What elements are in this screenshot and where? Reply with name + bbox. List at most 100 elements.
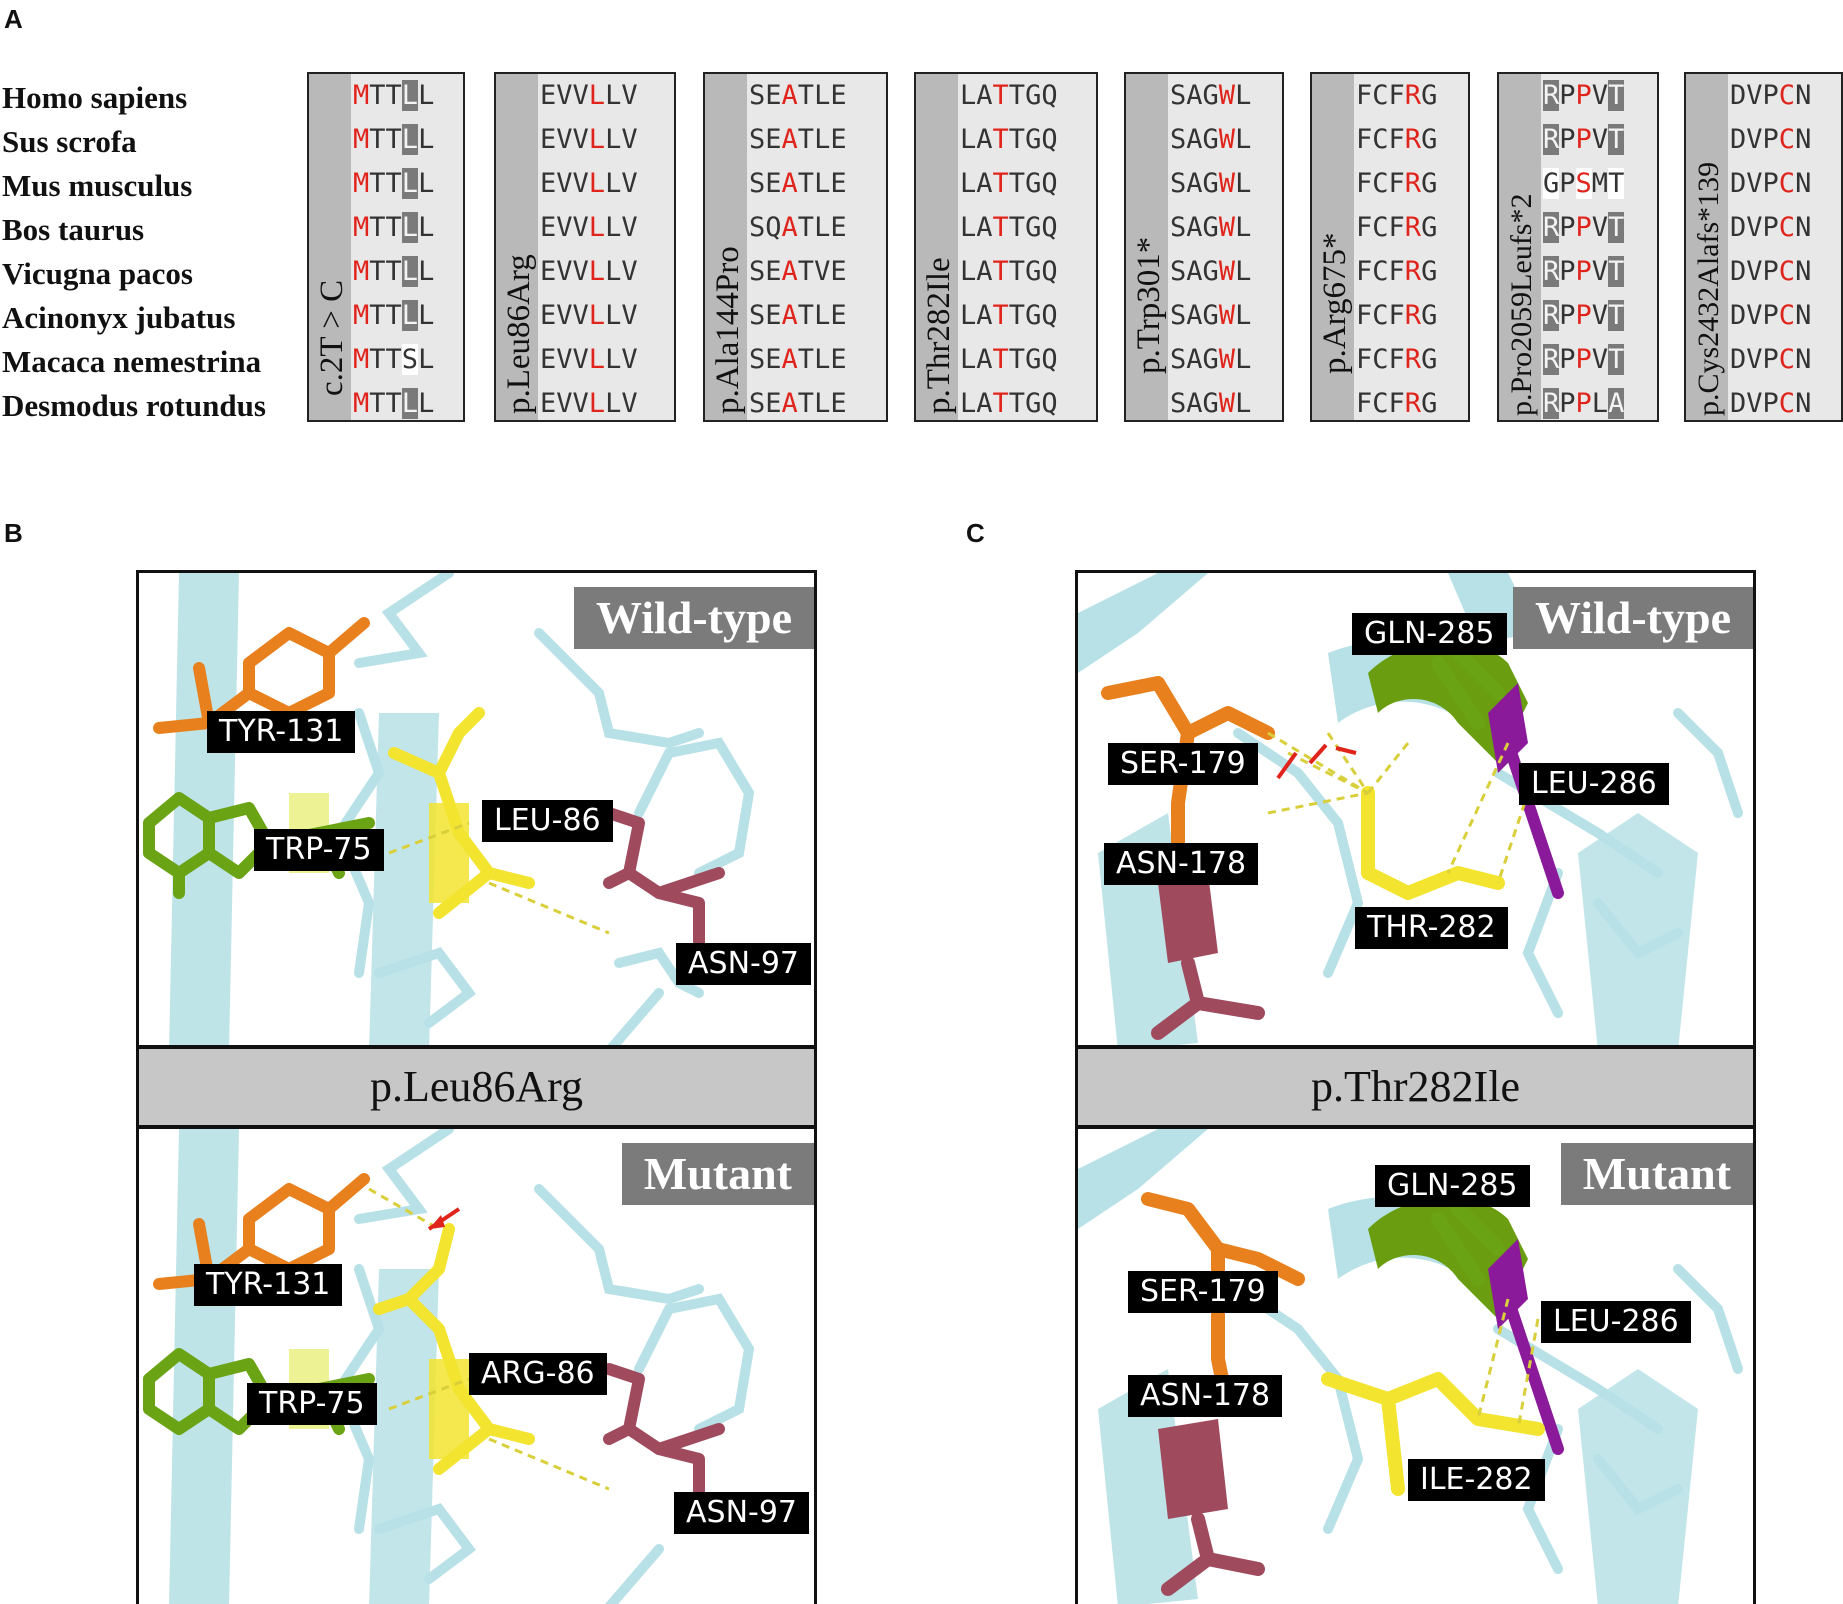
alignment-row: DVPCN [1730, 256, 1812, 287]
alignment-row: EVVLLV [540, 124, 638, 155]
residue-label: LEU-286 [1541, 1301, 1691, 1343]
alignment-row: MTTLL [353, 300, 435, 331]
alignment-row: FCFRG [1356, 124, 1438, 155]
mutation-bar-b: p.Leu86Arg [136, 1046, 817, 1128]
alignment-row: MTTLL [353, 212, 435, 243]
alignment-row: SAGWL [1170, 168, 1252, 199]
wild-type-tag: Wild-type [1513, 587, 1753, 649]
species-name: Sus scrofa [2, 124, 137, 159]
alignment-row: DVPCN [1730, 124, 1812, 155]
alignment-row: LATTGQ [960, 388, 1058, 419]
alignment-row: FCFRG [1356, 256, 1438, 287]
alignment-box: c.2T > C MTTLL MTTLL MTTLL MTTLL MTTLL MTTLL M… [307, 72, 465, 422]
alignment-row: RPPVT [1543, 124, 1625, 155]
alignment-row: MTTLL [353, 388, 435, 419]
alignment-row: SAGWL [1170, 212, 1252, 243]
residue-label: ASN-97 [676, 943, 812, 985]
panel-label-c: C [966, 518, 985, 548]
alignment-row: SAGWL [1170, 344, 1252, 375]
mutation-bar-c: p.Thr282Ile [1075, 1046, 1756, 1128]
alignment-row: EVVLLV [540, 300, 638, 331]
alignment-row: SAGWL [1170, 300, 1252, 331]
alignment-row: FCFRG [1356, 300, 1438, 331]
alignment-box: p.Pro2059Leufs*2 RPPVT RPPVT GPSMT RPPVT RPP… [1497, 72, 1659, 422]
structure-c-mutant: Mutant GLN-285 SER-179 LEU-286 ASN-178 I… [1075, 1126, 1756, 1604]
alignment-row: SAGWL [1170, 124, 1252, 155]
residue-label: TYR-131 [207, 711, 356, 753]
alignment-row: MTTSL [353, 344, 435, 375]
residue-label: ARG-86 [469, 1353, 607, 1395]
panel-label-a: A [4, 4, 23, 34]
species-name: Acinonyx jubatus [2, 300, 236, 335]
alignment-row: DVPCN [1730, 212, 1812, 243]
residue-label: LEU-286 [1519, 763, 1669, 805]
alignment-label: p.Thr282Ile [921, 257, 957, 414]
alignment-row: SAGWL [1170, 256, 1252, 287]
alignment-row: SQATLE [749, 212, 847, 243]
alignment-row: DVPCN [1730, 168, 1812, 199]
alignment-row: LATTGQ [960, 256, 1058, 287]
residue-label: LEU-86 [482, 800, 613, 842]
alignment-row: DVPCN [1730, 80, 1812, 111]
alignment-row: MTTLL [353, 124, 435, 155]
alignment-row: MTTLL [353, 168, 435, 199]
alignment-row: EVVLLV [540, 344, 638, 375]
alignment-label: c.2T > C [314, 279, 350, 396]
alignment-row: LATTGQ [960, 212, 1058, 243]
alignment-row: DVPCN [1730, 388, 1812, 419]
alignment-row: MTTLL [353, 256, 435, 287]
residue-label: TRP-75 [247, 1383, 377, 1425]
alignment-row: FCFRG [1356, 168, 1438, 199]
mutant-tag: Mutant [621, 1143, 814, 1205]
residue-label: TYR-131 [194, 1264, 343, 1306]
structure-b-mutant: Mutant TYR-131 TRP-75 ARG-86 ASN-97 [136, 1126, 817, 1604]
alignment-row: SEATLE [749, 168, 847, 199]
alignment-row: SEATLE [749, 124, 847, 155]
residue-label: TRP-75 [254, 829, 384, 871]
alignment-box: p.Arg675* FCFRG FCFRG FCFRG FCFRG FCFRG FCFRG… [1310, 72, 1470, 422]
alignment-row: RPPLA [1543, 388, 1625, 419]
alignment-row: FCFRG [1356, 344, 1438, 375]
alignment-row: RPPVT [1543, 344, 1625, 375]
residue-label: ASN-178 [1104, 843, 1259, 885]
residue-label: GLN-285 [1352, 613, 1507, 655]
alignment-label: p.Pro2059Leufs*2 [1505, 193, 1538, 416]
residue-label: ASN-178 [1128, 1375, 1283, 1417]
alignment-row: SEATLE [749, 344, 847, 375]
alignment-row: SEATLE [749, 80, 847, 111]
alignment-row: RPPVT [1543, 80, 1625, 111]
structure-c-wild: Wild-type GLN-285 SER-179 LEU-286 ASN-17… [1075, 570, 1756, 1048]
residue-label: GLN-285 [1375, 1165, 1530, 1207]
alignment-row: LATTGQ [960, 80, 1058, 111]
alignment-row: RPPVT [1543, 256, 1625, 287]
alignment-row: GPSMT [1543, 168, 1625, 199]
alignment-row: LATTGQ [960, 124, 1058, 155]
alignment-row: EVVLLV [540, 388, 638, 419]
structure-b-wild: Wild-type TYR-131 TRP-75 LEU-86 ASN-97 [136, 570, 817, 1048]
alignment-row: SEATVE [749, 256, 847, 287]
alignment-row: LATTGQ [960, 168, 1058, 199]
species-name: Vicugna pacos [2, 256, 193, 291]
alignment-row: SAGWL [1170, 388, 1252, 419]
alignment-row: EVVLLV [540, 168, 638, 199]
residue-label: ASN-97 [674, 1492, 810, 1534]
alignment-box: p.Thr282Ile LATTGQ LATTGQ LATTGQ LATTGQ LATT… [914, 72, 1098, 422]
mutant-tag: Mutant [1560, 1143, 1753, 1205]
residue-label: THR-282 [1355, 907, 1508, 949]
species-name: Bos taurus [2, 212, 145, 247]
alignment-label: p.Ala144Pro [710, 246, 746, 414]
residue-label: SER-179 [1108, 743, 1258, 785]
residue-label: ILE-282 [1408, 1459, 1545, 1501]
alignment-row: FCFRG [1356, 212, 1438, 243]
alignment-row: LATTGQ [960, 300, 1058, 331]
alignment-label: p.Arg675* [1317, 232, 1353, 374]
species-name: Homo sapiens [2, 80, 188, 115]
alignment-row: LATTGQ [960, 344, 1058, 375]
alignment-row: SEATLE [749, 300, 847, 331]
panel-label-b: B [4, 518, 23, 548]
alignment-row: RPPVT [1543, 300, 1625, 331]
species-name: Macaca nemestrina [2, 344, 262, 379]
